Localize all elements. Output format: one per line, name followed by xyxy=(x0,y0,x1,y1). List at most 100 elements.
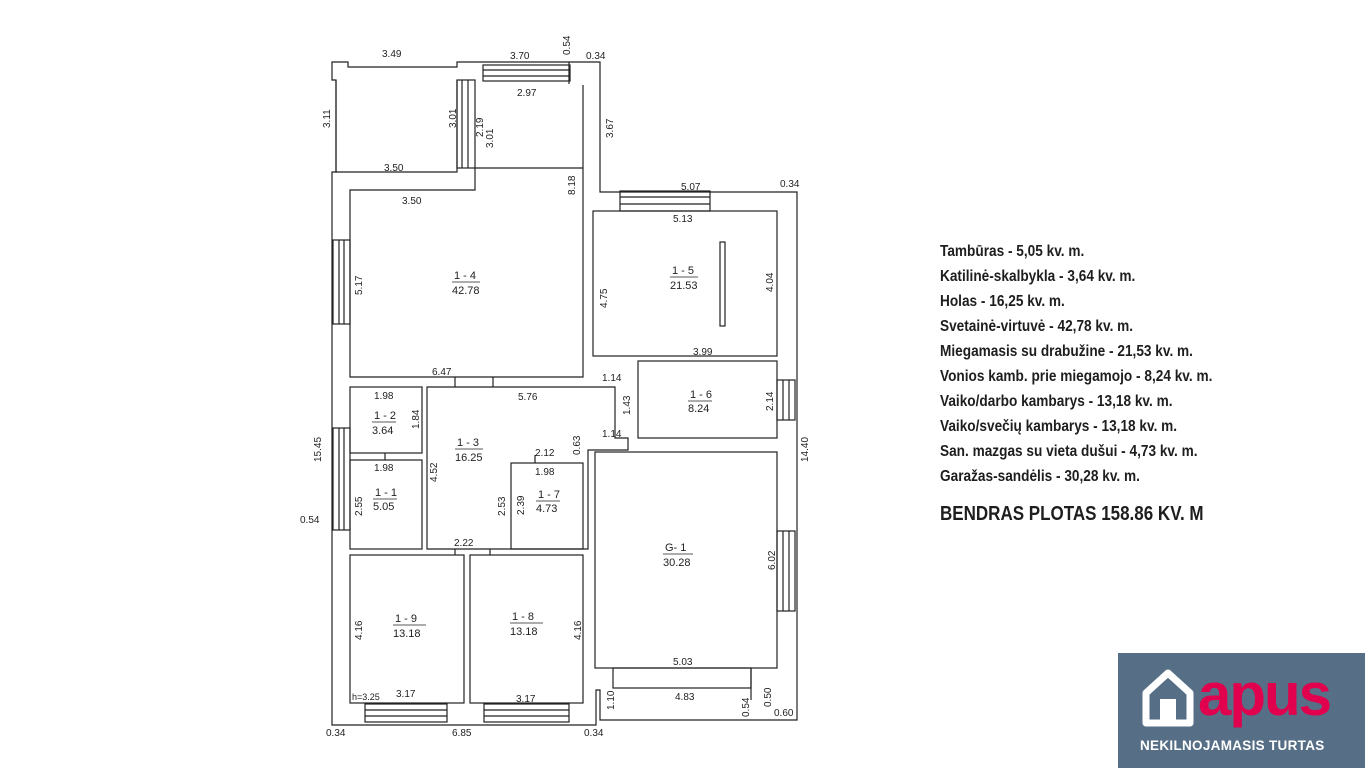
dim-label: 3.01 xyxy=(448,108,459,128)
dim-label: 15.45 xyxy=(313,437,324,462)
window xyxy=(332,427,351,531)
dim-label: 4.75 xyxy=(599,288,610,308)
dim-label: 3.01 xyxy=(485,128,496,148)
dim-label: 1.98 xyxy=(535,467,555,478)
dim-label: 0.34 xyxy=(780,179,800,190)
room-area: 30.28 xyxy=(663,557,691,569)
legend-item: Vonios kamb. prie miegamojo - 8,24 kv. m… xyxy=(940,368,1213,385)
legend-item: Vaiko/svečių kambarys - 13,18 kv. m. xyxy=(940,418,1178,435)
dim-label: 6.02 xyxy=(767,550,778,570)
dim-label: 2.97 xyxy=(517,88,537,99)
legend-item: Holas - 16,25 kv. m. xyxy=(940,293,1065,310)
room-area: 13.18 xyxy=(510,626,538,638)
window xyxy=(619,190,711,212)
outer-wall xyxy=(331,61,798,726)
dim-label: 3.67 xyxy=(605,118,616,138)
room-boiler xyxy=(349,386,423,454)
dim-label: 0.54 xyxy=(562,35,573,55)
dimension-labels: 3.49 3.70 0.54 0.34 3.11 2.97 3.01 2.19 … xyxy=(300,35,811,739)
dim-label: 3.70 xyxy=(510,51,530,62)
room-wc xyxy=(510,462,584,550)
dim-label: 0.34 xyxy=(326,728,346,739)
dim-label: 14.40 xyxy=(800,437,811,462)
room-area: 21.53 xyxy=(670,280,698,292)
dim-label: 0.34 xyxy=(584,728,604,739)
legend-item: Garažas-sandėlis - 30,28 kv. m. xyxy=(940,468,1140,485)
dim-label: 2.14 xyxy=(765,391,776,411)
dim-label: 1.84 xyxy=(411,409,422,429)
room-id: G- 1 xyxy=(665,542,686,554)
dim-label: 0.63 xyxy=(572,435,583,455)
dim-label: 5.03 xyxy=(673,657,693,668)
window xyxy=(364,703,448,723)
dim-label: 8.18 xyxy=(567,175,578,195)
dim-label: 4.52 xyxy=(429,462,440,482)
dim-label: 2.53 xyxy=(497,496,508,516)
window xyxy=(776,530,796,612)
room-id: 1 - 8 xyxy=(512,611,534,623)
dim-label: 2.22 xyxy=(454,538,474,549)
dim-label: 2.55 xyxy=(354,496,365,516)
room-child-2 xyxy=(469,554,584,704)
dim-label: 3.50 xyxy=(402,196,422,207)
dim-label: 0.50 xyxy=(763,687,774,707)
dim-label: 1.14 xyxy=(602,429,622,440)
brand-logo: apus NEKILNOJAMASIS TURTAS xyxy=(1118,653,1365,768)
room-labels: 1 - 4 42.78 1 - 5 21.53 1 - 6 8.24 1 - 2… xyxy=(372,265,712,640)
legend-item: San. mazgas su vieta dušui - 4,73 kv. m. xyxy=(940,443,1198,460)
dim-label: 6.47 xyxy=(432,367,452,378)
dim-label: 1.10 xyxy=(606,690,617,710)
house-icon xyxy=(1142,669,1194,727)
room-id: 1 - 7 xyxy=(538,489,560,501)
steps xyxy=(456,79,476,169)
dim-label: 0.60 xyxy=(774,708,794,719)
legend-item: Tambūras - 5,05 kv. m. xyxy=(940,243,1085,260)
dim-label: 3.17 xyxy=(396,689,416,700)
dim-label: 5.13 xyxy=(673,214,693,225)
dim-label: 6.85 xyxy=(452,728,472,739)
room-area: 16.25 xyxy=(455,452,483,464)
dim-label: 3.49 xyxy=(382,49,402,60)
legend-item: Miegamasis su drabužine - 21,53 kv. m. xyxy=(940,343,1193,360)
porch-outline xyxy=(335,80,458,173)
dim-label: 3.50 xyxy=(384,163,404,174)
dim-label: 2.19 xyxy=(475,117,486,137)
room-id: 1 - 6 xyxy=(690,389,712,401)
dim-label: 2.39 xyxy=(516,495,527,515)
dim-label: 4.16 xyxy=(573,620,584,640)
dim-label: 5.07 xyxy=(681,182,701,193)
window xyxy=(332,239,351,325)
room-area: 13.18 xyxy=(393,628,421,640)
legend-item: Svetainė-virtuvė - 42,78 kv. m. xyxy=(940,318,1134,335)
dim-label: 3.17 xyxy=(516,694,536,705)
dim-label: 0.54 xyxy=(300,515,320,526)
floor-plan: 3.49 3.70 0.54 0.34 3.11 2.97 3.01 2.19 … xyxy=(300,35,811,739)
dim-label: 4.04 xyxy=(765,272,776,292)
legend-item: Katilinė-skalbykla - 3,64 kv. m. xyxy=(940,268,1136,285)
brand-tagline: NEKILNOJAMASIS TURTAS xyxy=(1140,738,1325,753)
room-area: 3.64 xyxy=(372,425,393,437)
dim-label: 4.83 xyxy=(675,692,695,703)
garage-door xyxy=(612,667,752,689)
dim-label: 3.99 xyxy=(693,347,713,358)
room-id: 1 - 3 xyxy=(457,437,479,449)
room-living xyxy=(349,85,584,378)
legend-item: Vaiko/darbo kambarys - 13,18 kv. m. xyxy=(940,393,1173,410)
window xyxy=(483,703,570,723)
room-id: 1 - 9 xyxy=(395,613,417,625)
room-area: 5.05 xyxy=(373,501,394,513)
room-child-1 xyxy=(349,554,465,704)
dim-label: 5.76 xyxy=(518,392,538,403)
window xyxy=(482,64,571,82)
dim-label: 3.11 xyxy=(322,109,333,128)
dim-label: 1.14 xyxy=(602,373,622,384)
room-area: 4.73 xyxy=(536,503,557,515)
window xyxy=(776,379,796,421)
dim-label: 1.98 xyxy=(374,391,394,402)
dim-label: h=3.25 xyxy=(352,692,380,702)
room-id: 1 - 2 xyxy=(374,410,396,422)
room-id: 1 - 4 xyxy=(454,270,476,282)
dim-label: 1.43 xyxy=(622,395,633,415)
room-area: 8.24 xyxy=(688,403,709,415)
total-area: BENDRAS PLOTAS 158.86 KV. M xyxy=(940,503,1204,525)
